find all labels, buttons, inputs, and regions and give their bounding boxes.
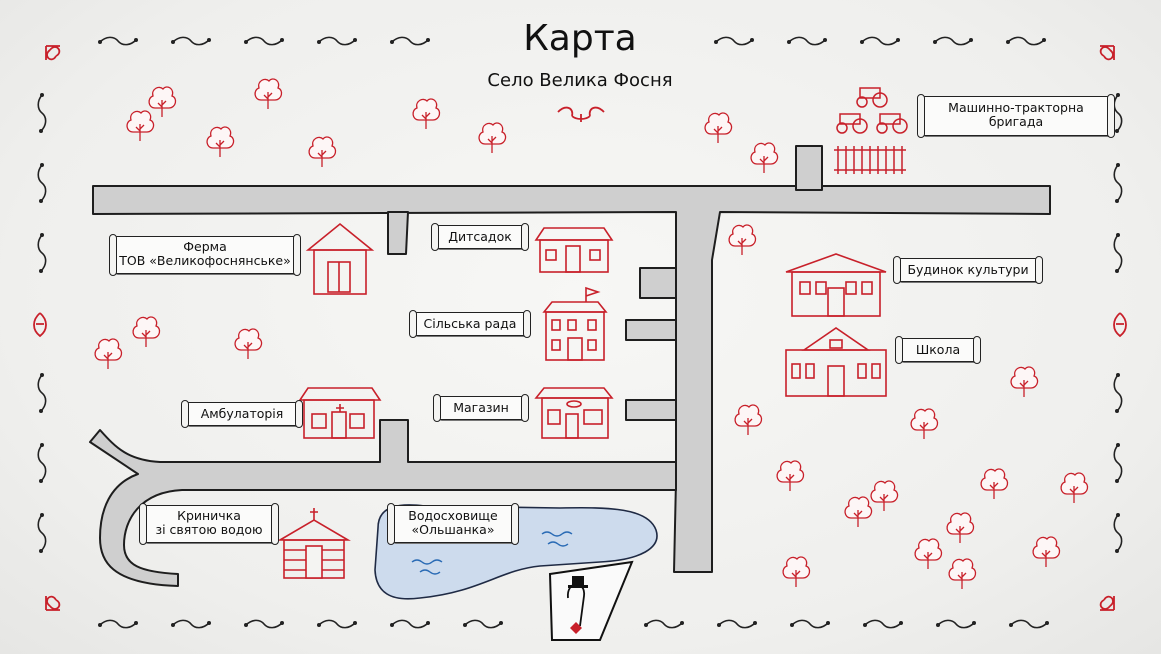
- school-building: [785, 327, 887, 397]
- label-culture-house: Будинок культури: [907, 262, 1029, 277]
- left-ornaments: [37, 92, 47, 554]
- clinic-building: [298, 387, 382, 439]
- roads: [89, 145, 1051, 587]
- label-kindergarten-scroll: Дитсадок: [431, 223, 529, 251]
- inner-loop-right: [625, 267, 677, 421]
- farm-road-stub: [387, 211, 409, 255]
- label-clinic: Амбулаторія: [200, 406, 284, 421]
- top-connector: [795, 145, 823, 191]
- label-village-council-scroll: Сільська рада: [409, 310, 531, 338]
- main-road: [92, 185, 1051, 573]
- label-well-scroll: Криничка зі святою водою: [139, 503, 279, 545]
- page-title: Карта: [523, 18, 637, 59]
- label-school-scroll: Школа: [895, 336, 981, 364]
- label-well-line1: Криничка: [177, 508, 241, 523]
- right-ornaments: [1113, 92, 1123, 554]
- label-clinic-scroll: Амбулаторія: [181, 400, 303, 428]
- label-culture-house-scroll: Будинок культури: [893, 256, 1043, 284]
- label-kindergarten: Дитсадок: [448, 229, 512, 244]
- kindergarten-building: [534, 227, 614, 273]
- water-waves: [411, 531, 573, 575]
- label-reservoir-line1: Водосховище: [408, 508, 498, 523]
- label-store-scroll: Магазин: [433, 394, 529, 422]
- tractor-icons: [834, 87, 908, 174]
- lower-road: [89, 419, 677, 587]
- label-reservoir-scroll: Водосховище «Ольшанка»: [387, 503, 519, 545]
- label-tractor-brigade-scroll: Машинно-тракторна бригада: [917, 94, 1115, 138]
- culture-house-building: [785, 253, 887, 317]
- farm-building: [305, 222, 375, 295]
- side-red-ornaments: [33, 106, 1127, 338]
- label-well-line2: зі святою водою: [155, 522, 263, 537]
- ostrich-logo: [548, 560, 634, 641]
- label-reservoir-line2: «Ольшанка»: [411, 522, 495, 537]
- border-ornaments: [33, 36, 1127, 629]
- well-chapel-building: [277, 508, 351, 579]
- label-farm-line2: ТОВ «Великофоснянське»: [119, 253, 291, 268]
- village-council-building: [542, 286, 608, 361]
- store-building: [534, 387, 614, 439]
- label-school: Школа: [915, 342, 961, 357]
- label-farm-line1: Ферма: [183, 239, 227, 254]
- label-store: Магазин: [453, 400, 509, 415]
- page-subtitle: Село Велика Фосня: [487, 70, 673, 91]
- label-tractor-brigade: Машинно-тракторна бригада: [948, 100, 1084, 129]
- label-village-council: Сільська рада: [423, 316, 517, 331]
- label-farm-scroll: Ферма ТОВ «Великофоснянське»: [109, 234, 301, 276]
